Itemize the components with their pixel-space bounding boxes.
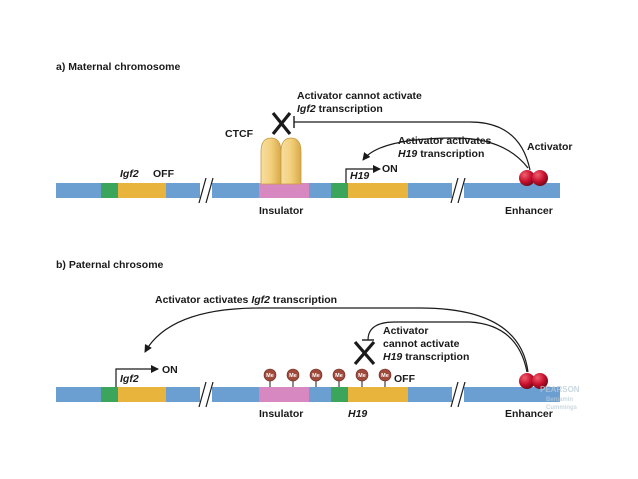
blocked-x-mark [271,111,292,136]
blocked-note-line1: Activator [383,325,429,337]
igf2-gene [118,387,166,402]
watermark-line3: Cummings [546,405,578,411]
methyl-label: Me [266,373,274,379]
h19-promoter [331,183,348,198]
activation-path-h19 [362,137,529,169]
activates-igf2-text: Activator activates Igf2 transcription [155,294,337,306]
insulator-region [259,387,309,402]
activator-protein [519,373,548,389]
maternal-chromosome [56,177,560,204]
methyl-group-3: Me [309,368,323,387]
h19-label: H19 [350,170,369,182]
methyl-label: Me [381,373,389,379]
blocked-note-line3: H19 transcription [383,351,469,363]
methyl-label: Me [335,373,343,379]
blocked-note-line1: Activator cannot activate [297,90,422,102]
blocked-note-line2: Igf2 transcription [297,103,383,115]
blocked-note-line2: cannot activate [383,338,460,350]
watermark-line1: PEARSON [540,385,580,394]
methyl-group-5: Me [355,368,369,387]
methyl-label: Me [358,373,366,379]
enhancer-label: Enhancer [505,205,553,217]
panel-b-heading: b) Paternal chrosome [56,259,164,271]
methyl-label: Me [289,373,297,379]
activator-label: Activator [527,141,573,153]
panel-a-heading: a) Maternal chromosome [56,61,180,73]
break-mark-1 [198,177,214,204]
methyl-group-1: Me [263,368,277,387]
activates-h19-line2: H19 transcription [398,148,484,160]
ctcf-label: CTCF [225,128,254,140]
blocked-path [294,121,531,171]
break-mark-2 [450,381,466,408]
igf2-promoter [101,387,118,402]
igf2-gene [118,183,166,198]
publisher-watermark: PEARSON Benjamin Cummings [540,385,580,411]
insulator-label: Insulator [259,408,303,420]
insulator-region [259,183,309,198]
blocked-path [367,321,528,373]
panel-paternal: b) Paternal chrosome Me Me Me Me Me Me [56,259,580,420]
blocked-x-mark [353,340,376,366]
watermark-line2: Benjamin [546,397,573,403]
methyl-group-4: Me [332,368,346,387]
h19-label: H19 [348,408,367,420]
paternal-chromosome [56,381,560,408]
enhancer-label: Enhancer [505,408,553,420]
h19-state: ON [382,163,398,175]
igf2-state: ON [162,364,178,376]
activates-h19-line1: Activator activates [398,135,492,147]
h19-gene [348,387,408,402]
insulator-label: Insulator [259,205,303,217]
igf2-label: Igf2 [120,373,139,385]
igf2-label: Igf2 [120,168,139,180]
igf2-state: OFF [153,168,175,180]
igf2-transcription-arrow [115,365,159,387]
panel-maternal: a) Maternal chromosome CTC [56,61,573,217]
activator-protein [519,170,548,186]
methyl-group-2: Me [286,368,300,387]
break-mark-1 [198,381,214,408]
methyl-label: Me [312,373,320,379]
igf2-promoter [101,183,118,198]
ctcf-protein [260,137,302,185]
activation-path-igf2 [144,307,529,373]
h19-state: OFF [394,373,416,385]
break-mark-2 [450,177,466,204]
methyl-group-6: Me [378,368,392,387]
h19-transcription-arrow [345,165,381,183]
h19-promoter [331,387,348,402]
h19-gene [348,183,408,198]
methyl-groups: Me Me Me Me Me Me [263,368,392,387]
